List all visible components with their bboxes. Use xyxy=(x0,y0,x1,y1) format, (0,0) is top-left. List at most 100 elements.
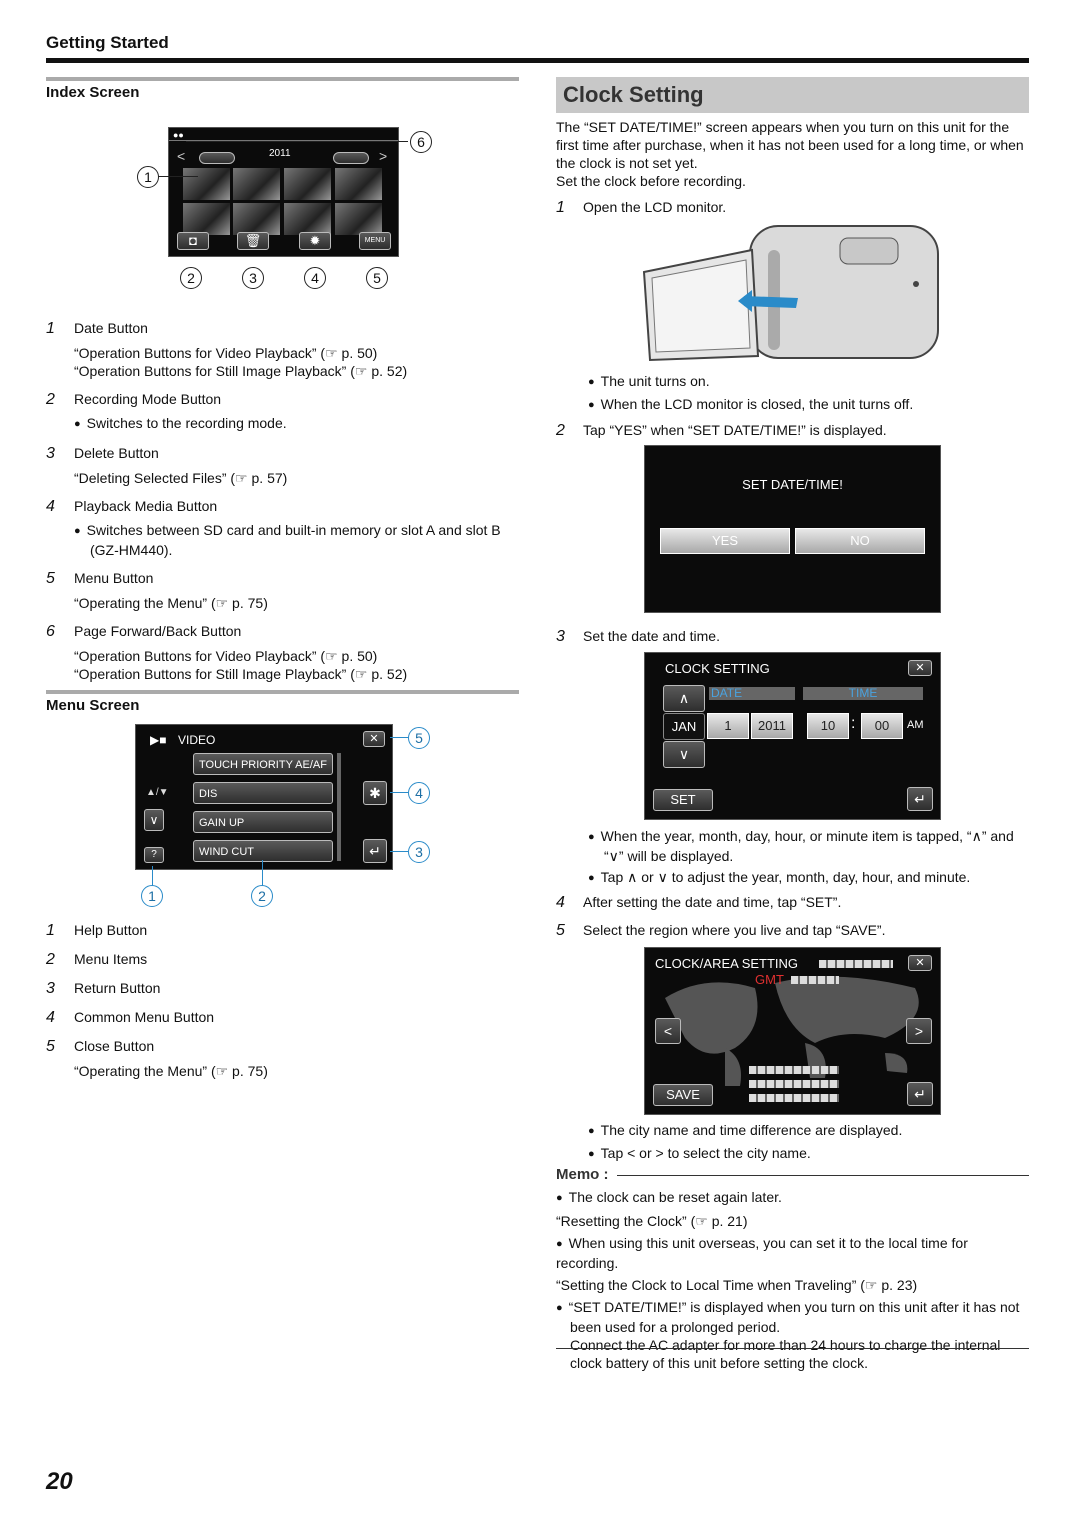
ampm-indicator: AM xyxy=(907,719,924,731)
return-icon[interactable]: ↵ xyxy=(907,787,933,811)
scrollbar[interactable] xyxy=(337,753,341,861)
page-number: 20 xyxy=(46,1468,73,1495)
world-map-image xyxy=(665,976,919,1086)
page-back-icon[interactable]: < xyxy=(177,148,186,164)
close-icon[interactable]: ✕ xyxy=(363,731,385,747)
clock-setting-screen: CLOCK SETTING ✕ ∧ DATE TIME JAN 1 2011 1… xyxy=(644,652,941,820)
day-field[interactable]: 1 xyxy=(707,713,749,739)
area-setting-screen: CLOCK/AREA SETTING ✕ GMT < > SAVE ↵ xyxy=(644,947,941,1115)
memo-end-rule xyxy=(556,1348,1029,1349)
callout-1: 1 xyxy=(137,166,159,188)
return-icon[interactable]: ↵ xyxy=(907,1082,933,1106)
menu-item[interactable]: GAIN UP xyxy=(193,811,333,833)
camcorder-illustration xyxy=(642,225,939,362)
chevron-left-icon[interactable]: < xyxy=(655,1018,681,1044)
down-arrow-icon[interactable]: ∨ xyxy=(663,741,705,768)
menu-button[interactable]: MENU xyxy=(359,232,391,250)
common-menu-gear-icon[interactable]: ✱ xyxy=(363,781,387,805)
menu-screen-image: ▶■ VIDEO ✕ TOUCH PRIORITY AE/AF DIS GAIN… xyxy=(135,724,393,870)
playback-media-button[interactable]: ✹ xyxy=(299,232,331,250)
bullet-text: The unit turns on. xyxy=(588,372,1028,392)
thumbnail[interactable] xyxy=(284,203,331,235)
minute-field[interactable]: 00 xyxy=(861,713,903,739)
thumbnail[interactable] xyxy=(183,168,230,200)
callout-4: 4 xyxy=(408,782,430,804)
callout-3: 3 xyxy=(242,267,264,289)
delete-button[interactable]: 🗑 xyxy=(237,232,269,250)
callout-4: 4 xyxy=(304,267,326,289)
thumbnail[interactable] xyxy=(284,168,331,200)
index-screen-image: ●● < > 2011 ◘ 🗑 ✹ MENU xyxy=(168,127,399,257)
date-button-right[interactable] xyxy=(333,152,369,164)
reference-link[interactable]: “Deleting Selected Files” (☞ p. 57) xyxy=(74,470,288,486)
chevron-right-icon[interactable]: > xyxy=(906,1018,932,1044)
reference-link[interactable]: “Operation Buttons for Video Playback” (… xyxy=(74,345,378,361)
video-icon: ▶■ xyxy=(150,733,167,747)
thumbnail[interactable] xyxy=(233,168,280,200)
set-datetime-screen: SET DATE/TIME! YES NO xyxy=(644,445,941,613)
year-field[interactable]: 2011 xyxy=(751,713,793,739)
memo-rule xyxy=(617,1175,1029,1176)
thumbnail[interactable] xyxy=(233,203,280,235)
reference-link[interactable]: “Operation Buttons for Still Image Playb… xyxy=(74,363,408,379)
return-icon[interactable]: ↵ xyxy=(363,839,387,863)
menu-item[interactable]: WIND CUT xyxy=(193,840,333,862)
step-1-bullets: The unit turns on. When the LCD monitor … xyxy=(588,372,1028,415)
reference-link[interactable]: “Setting the Clock to Local Time when Tr… xyxy=(556,1277,918,1293)
thumbnail[interactable] xyxy=(183,203,230,235)
recording-mode-button[interactable]: ◘ xyxy=(177,232,209,250)
scroll-down-button[interactable]: ∨ xyxy=(144,809,164,831)
reference-link[interactable]: “Operating the Menu” (☞ p. 75) xyxy=(74,1063,268,1079)
bullet-text: Tap < or > to select the city name. xyxy=(588,1144,1028,1164)
no-button[interactable]: NO xyxy=(795,528,925,554)
callout-2: 2 xyxy=(180,267,202,289)
reference-link[interactable]: “Operation Buttons for Video Playback” (… xyxy=(74,648,378,664)
reference-link[interactable]: “Operation Buttons for Still Image Playb… xyxy=(74,666,408,682)
set-button[interactable]: SET xyxy=(653,789,713,811)
close-icon[interactable]: ✕ xyxy=(908,660,932,676)
blurred-text xyxy=(819,960,893,968)
reference-link[interactable]: “Operating the Menu” (☞ p. 75) xyxy=(74,595,268,611)
date-button[interactable] xyxy=(199,152,235,164)
index-rule xyxy=(46,77,519,81)
menu-screen-video-title: VIDEO xyxy=(178,733,216,747)
up-arrow-icon[interactable]: ∧ xyxy=(663,685,705,712)
page-forward-icon[interactable]: > xyxy=(379,148,388,164)
menu-item[interactable]: TOUCH PRIORITY AE/AF xyxy=(193,753,333,775)
reference-link[interactable]: “Resetting the Clock” (☞ p. 21) xyxy=(556,1213,748,1229)
bullet-text: Switches to the recording mode. xyxy=(74,414,519,434)
month-field[interactable]: JAN xyxy=(663,713,705,740)
thumbnail[interactable] xyxy=(335,168,382,200)
step-3-bullets: When the year, month, day, hour, or minu… xyxy=(588,827,1028,888)
intro-paragraph: Set the clock before recording. xyxy=(556,173,746,189)
close-icon[interactable]: ✕ xyxy=(908,955,932,971)
callout-3: 3 xyxy=(408,841,430,863)
help-button[interactable]: ? xyxy=(144,847,164,863)
gmt-label: GMT xyxy=(755,972,784,987)
bullet-text: Switches between SD card and built-in me… xyxy=(74,521,519,559)
save-button[interactable]: SAVE xyxy=(653,1084,713,1106)
hour-field[interactable]: 10 xyxy=(807,713,849,739)
yes-button[interactable]: YES xyxy=(660,528,790,554)
thumbnail[interactable] xyxy=(335,203,382,235)
callout-6: 6 xyxy=(410,131,432,153)
menu-item[interactable]: DIS xyxy=(193,782,333,804)
callout-5: 5 xyxy=(366,267,388,289)
memo-body: The clock can be reset again later. “Res… xyxy=(556,1188,1030,1372)
